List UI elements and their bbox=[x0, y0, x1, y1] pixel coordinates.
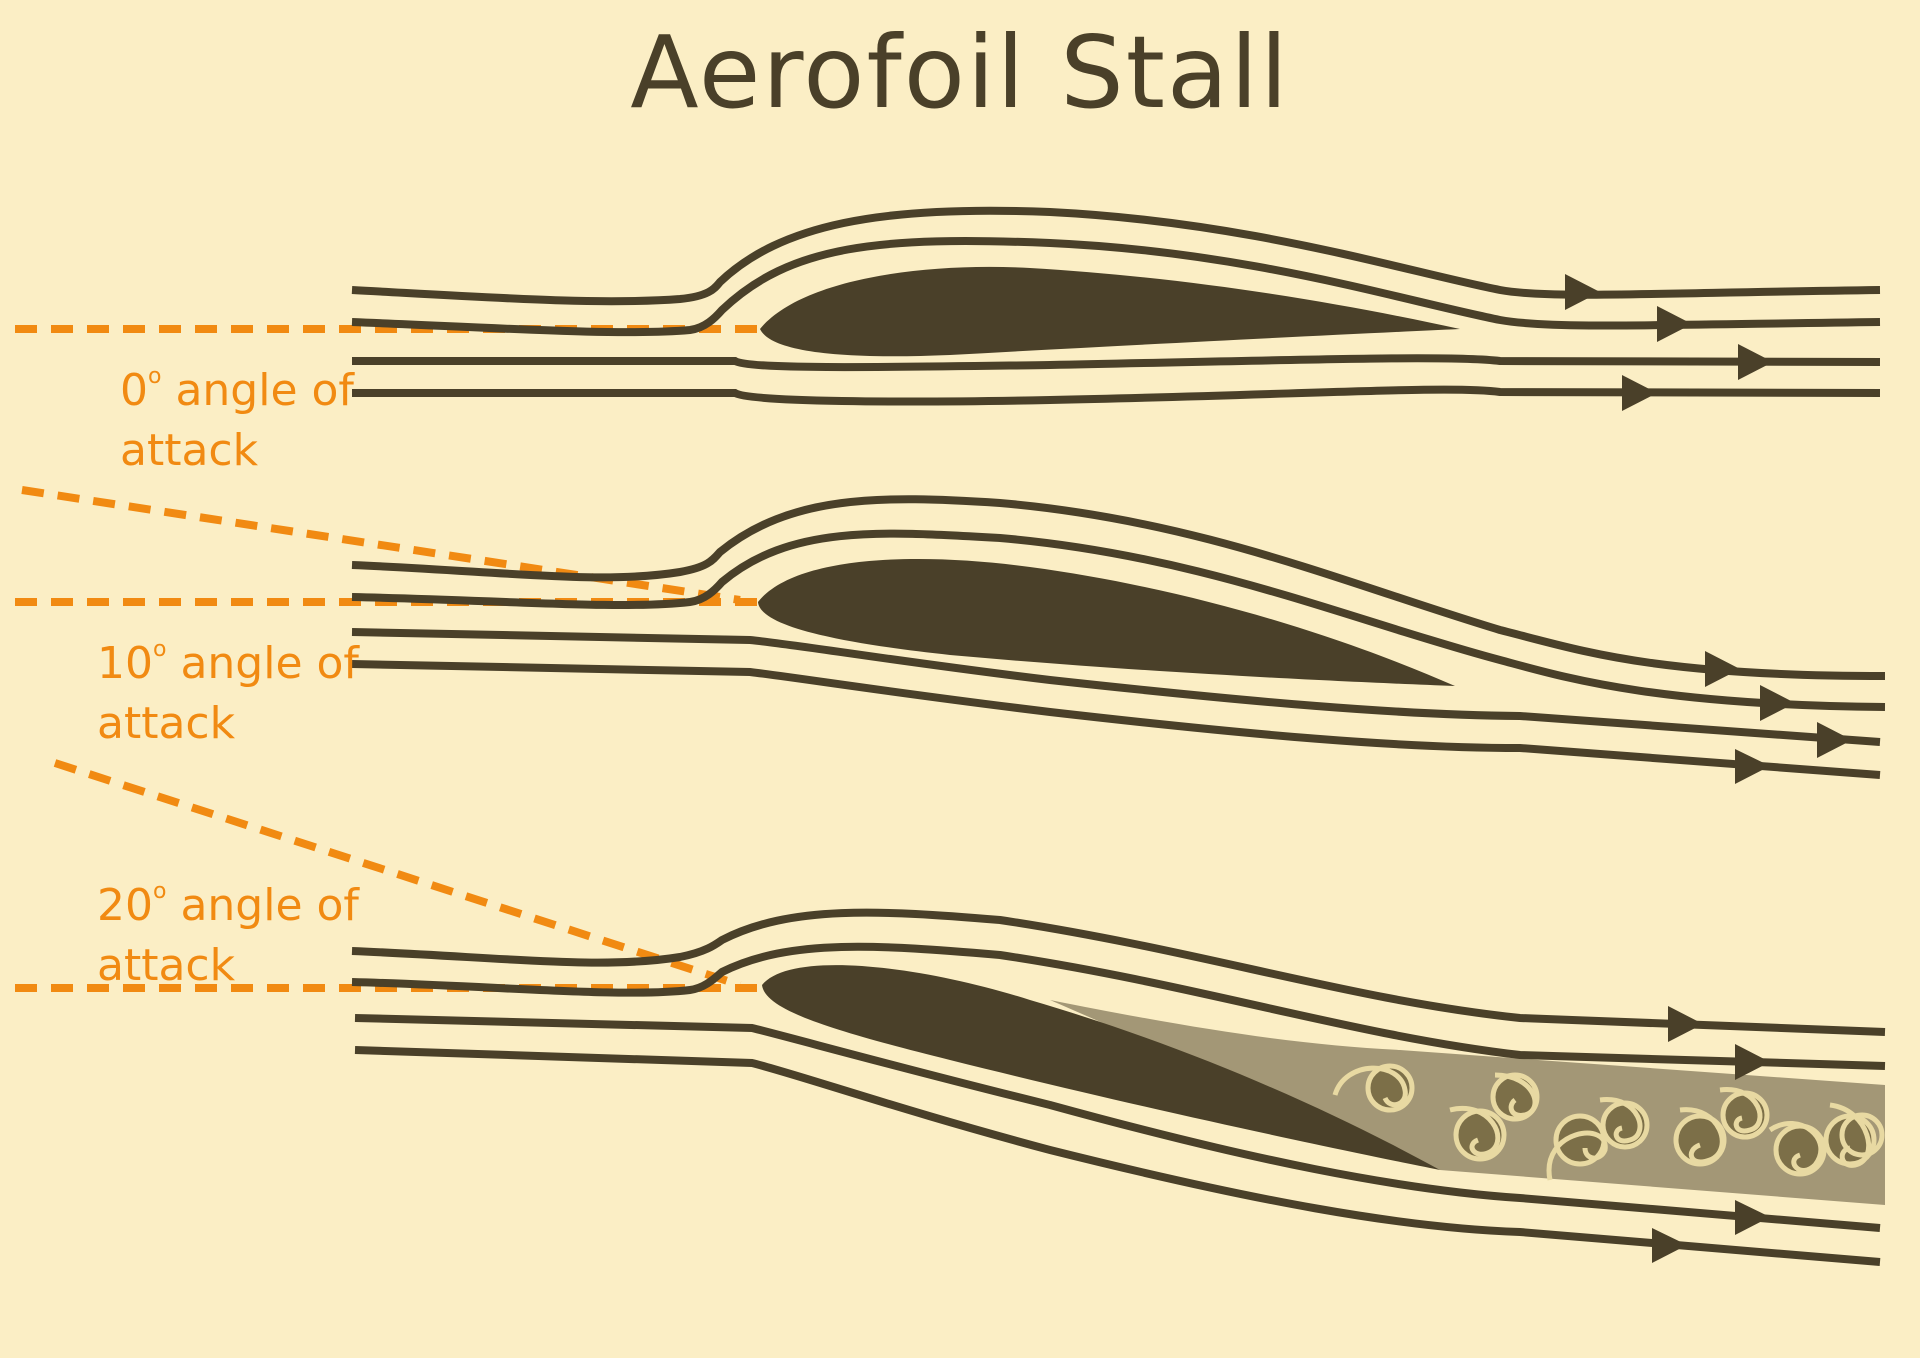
panel-0-degrees bbox=[15, 206, 1881, 411]
diagram-title: Aerofoil Stall bbox=[630, 14, 1290, 131]
aerofoil-10 bbox=[758, 558, 1455, 686]
aerofoil-0 bbox=[760, 266, 1460, 357]
panel-20-degrees bbox=[15, 759, 1886, 1266]
streamlines-20 bbox=[351, 908, 1886, 1266]
degree-symbol: o bbox=[148, 364, 162, 389]
degree-symbol: o bbox=[153, 879, 167, 904]
streamlines-10 bbox=[351, 495, 1886, 779]
reference-line-chord bbox=[21, 486, 741, 604]
angle-label-20: 20o angle of attack bbox=[97, 879, 359, 991]
reference-line-chord bbox=[53, 759, 742, 989]
flow-arrows-0 bbox=[1565, 274, 1773, 411]
vortices bbox=[1332, 1063, 1885, 1181]
aerofoil-20 bbox=[762, 965, 1440, 1170]
flow-arrows-20 bbox=[1652, 1006, 1770, 1263]
flow-arrows-10 bbox=[1705, 651, 1852, 784]
angle-label-0: 0o angle of attack bbox=[120, 364, 354, 476]
wake-region bbox=[1050, 1000, 1885, 1205]
panel-10-degrees bbox=[15, 486, 1886, 784]
degree-symbol: o bbox=[153, 637, 167, 662]
streamlines-0 bbox=[351, 206, 1881, 406]
angle-label-10: 10o angle of attack bbox=[97, 637, 359, 749]
